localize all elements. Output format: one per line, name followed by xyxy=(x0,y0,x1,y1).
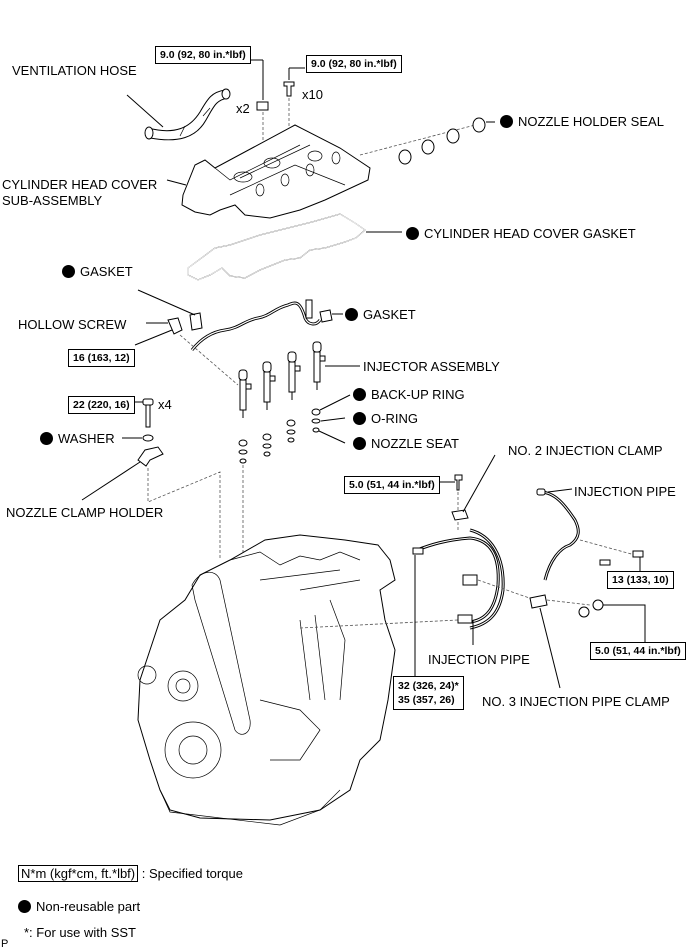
torque-pipe-nut-line2: 35 (357, 26) xyxy=(398,694,455,706)
non-reusable-marker-icon xyxy=(353,388,366,401)
label-no2-injection-clamp: NO. 2 INJECTION CLAMP xyxy=(508,443,663,458)
non-reusable-marker-icon xyxy=(353,412,366,425)
label-text: WASHER xyxy=(58,431,115,446)
legend-sst-note: *: For use with SST xyxy=(24,925,136,940)
nut-quantity: x2 xyxy=(236,101,250,116)
label-text: O-RING xyxy=(371,411,418,426)
label-text: BACK-UP RING xyxy=(371,387,465,402)
label-injector-assembly: INJECTOR ASSEMBLY xyxy=(363,359,500,374)
non-reusable-marker-icon xyxy=(18,900,31,913)
fuel-pipe-drawing xyxy=(134,289,343,386)
label-no3-injection-pipe-clamp: NO. 3 INJECTION PIPE CLAMP xyxy=(482,694,670,709)
torque-no3-clamp-nut: 5.0 (51, 44 in.*lbf) xyxy=(590,642,686,660)
cylinder-head-cover-gasket-drawing xyxy=(187,213,402,281)
label-injection-pipe-lower: INJECTION PIPE xyxy=(428,652,530,667)
cover-bolt-drawing xyxy=(283,67,305,205)
label-gasket-left: GASKET xyxy=(62,264,133,279)
legend-non-reusable: Non-reusable part xyxy=(18,899,140,914)
non-reusable-marker-icon xyxy=(40,432,53,445)
clamp-bolt-quantity: x4 xyxy=(158,397,172,412)
label-hollow-screw: HOLLOW SCREW xyxy=(18,317,127,332)
label-nozzle-holder-seal: NOZZLE HOLDER SEAL xyxy=(500,114,664,129)
torque-no2-clamp-bolt: 5.0 (51, 44 in.*lbf) xyxy=(344,476,440,494)
torque-pipe-nut-line1: 32 (326, 24)* xyxy=(398,680,459,692)
injectors-drawing xyxy=(238,341,360,560)
ventilation-hose-drawing xyxy=(126,88,231,141)
bolt-quantity: x10 xyxy=(302,87,323,102)
label-injection-pipe-upper: INJECTION PIPE xyxy=(574,484,676,499)
label-cylinder-head-cover-line2: SUB-ASSEMBLY xyxy=(2,193,103,208)
footer-mark: P xyxy=(1,938,9,950)
non-reusable-marker-icon xyxy=(345,308,358,321)
label-text: NOZZLE HOLDER SEAL xyxy=(518,114,664,129)
label-washer: WASHER xyxy=(40,431,115,446)
torque-hollow-screw: 16 (163, 12) xyxy=(68,349,135,367)
torque-pipe-bolt: 13 (133, 10) xyxy=(607,571,674,589)
label-text: GASKET xyxy=(363,307,416,322)
injection-pipes-drawing xyxy=(412,454,646,689)
legend-non-reusable-text: Non-reusable part xyxy=(36,899,141,914)
torque-cover-bolt: 9.0 (92, 80 in.*lbf) xyxy=(306,55,402,73)
non-reusable-marker-icon xyxy=(500,115,513,128)
label-text: GASKET xyxy=(80,264,133,279)
non-reusable-marker-icon xyxy=(62,265,75,278)
label-text: NOZZLE SEAT xyxy=(371,436,459,451)
torque-clamp-bolt: 22 (220, 16) xyxy=(68,396,135,414)
label-back-up-ring: BACK-UP RING xyxy=(353,387,465,402)
nozzle-clamp-drawing xyxy=(81,398,221,560)
label-gasket-right: GASKET xyxy=(345,307,416,322)
engine-drawing xyxy=(137,534,459,826)
nozzle-holder-seals-drawing xyxy=(359,117,495,165)
legend-torque-unit: N*m (kgf*cm, ft.*lbf) xyxy=(18,865,139,882)
label-nozzle-seat: NOZZLE SEAT xyxy=(353,436,459,451)
label-cylinder-head-cover-gasket: CYLINDER HEAD COVER GASKET xyxy=(406,226,636,241)
cylinder-head-cover-drawing xyxy=(166,124,371,219)
non-reusable-marker-icon xyxy=(406,227,419,240)
label-cylinder-head-cover-line1: CYLINDER HEAD COVER xyxy=(2,177,158,192)
label-nozzle-clamp-holder: NOZZLE CLAMP HOLDER xyxy=(6,505,164,520)
torque-cover-nut: 9.0 (92, 80 in.*lbf) xyxy=(155,46,251,64)
label-ventilation-hose: VENTILATION HOSE xyxy=(12,63,137,78)
legend-torque: N*m (kgf*cm, ft.*lbf) : Specified torque xyxy=(18,865,243,882)
label-text: CYLINDER HEAD COVER GASKET xyxy=(424,226,636,241)
non-reusable-marker-icon xyxy=(353,437,366,450)
legend-torque-desc: : Specified torque xyxy=(141,866,243,881)
torque-pipe-nut: 32 (326, 24)* 35 (357, 26) xyxy=(393,676,464,710)
label-o-ring: O-RING xyxy=(353,411,418,426)
